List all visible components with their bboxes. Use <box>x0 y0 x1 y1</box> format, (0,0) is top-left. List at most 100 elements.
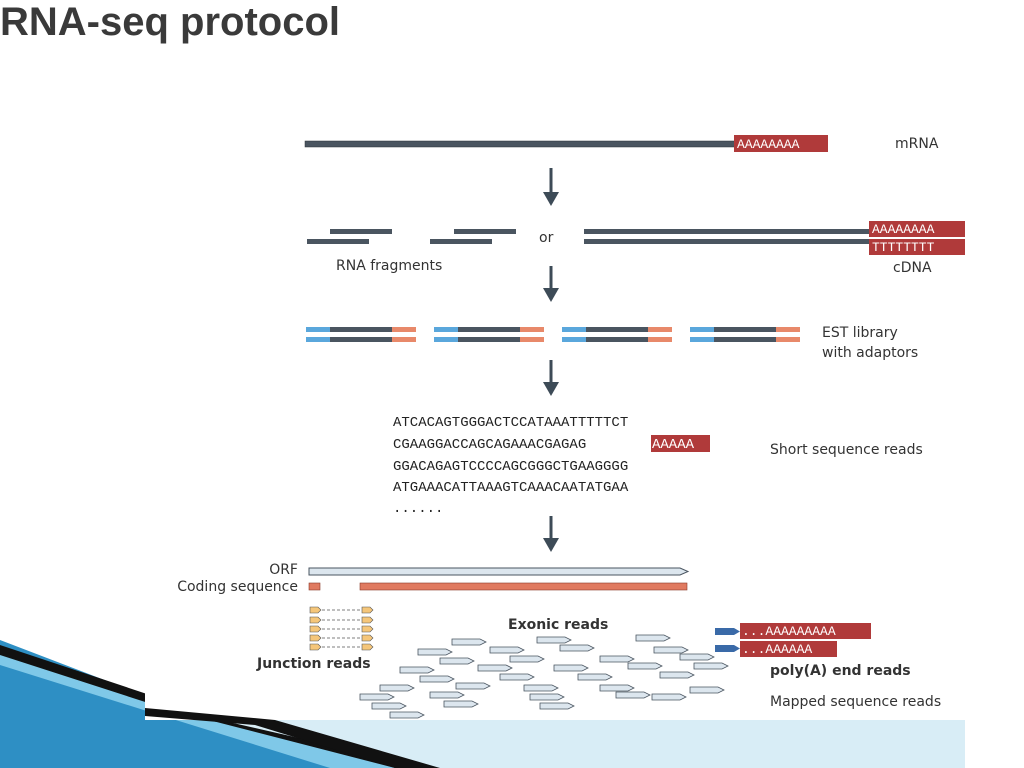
adaptor-blue <box>562 327 586 332</box>
sequence-read-4: ATGAAACATTAAAGTCAAACAATATGAA <box>393 480 629 496</box>
slide-title: RNA-seq protocol <box>0 0 340 44</box>
polya-read-arrow-icon <box>715 628 740 635</box>
exonic-read <box>359 693 395 701</box>
adaptor-blue <box>690 327 714 332</box>
adaptor-orange <box>392 327 416 332</box>
exonic-read <box>599 655 635 663</box>
read2-polya-box <box>651 435 710 452</box>
exonic-read <box>693 662 729 670</box>
sequence-read-1: ATCACAGTGGGACTCCATAAATTTTTCT <box>393 415 628 431</box>
arrow-down-1-icon <box>543 168 559 206</box>
polya-read-2-text: ...AAAAAA <box>742 642 812 657</box>
adaptor-blue <box>562 337 586 342</box>
arrow-down-3-icon <box>543 360 559 396</box>
decor-swoosh-pale <box>220 720 965 768</box>
adaptor-blue <box>690 337 714 342</box>
junction-reads-label: Junction reads <box>256 656 371 672</box>
mrna-polya-box <box>734 135 828 152</box>
mrna-label: mRNA <box>895 136 939 152</box>
decor-swoosh-black-2 <box>145 708 440 768</box>
mrna-polya-text: AAAAAAAA <box>737 137 800 152</box>
rna-fragments-group <box>307 229 516 244</box>
est-fragment-strand <box>306 327 416 332</box>
est-fragment-strand <box>562 327 672 332</box>
est-fragment-strand <box>434 327 544 332</box>
rna-fragments-label: RNA fragments <box>336 258 442 274</box>
short-reads-label: Short sequence reads <box>770 442 923 458</box>
exonic-reads-group <box>359 634 729 719</box>
junction-read <box>309 606 374 614</box>
est-fragment-strand <box>562 337 672 342</box>
rna-fragment <box>307 239 369 244</box>
polya-end-reads-label: poly(A) end reads <box>770 663 911 679</box>
polya-read-box <box>740 641 837 657</box>
cdna-strand-top <box>584 229 870 234</box>
junction-read <box>309 634 374 642</box>
cdna-polyt-text: TTTTTTTT <box>872 240 935 255</box>
est-fragment-strand <box>434 337 544 342</box>
exonic-read <box>477 664 513 672</box>
junction-read <box>309 616 374 624</box>
exonic-read <box>439 657 475 665</box>
arrow-down-2-icon <box>543 266 559 302</box>
adaptor-orange <box>776 327 800 332</box>
sequence-ellipsis: ...... <box>393 501 443 517</box>
orf-bar <box>308 567 690 576</box>
adaptor-orange <box>648 327 672 332</box>
coding-exon-2 <box>359 582 688 591</box>
exonic-read <box>627 662 663 670</box>
mapped-reads-label: Mapped sequence reads <box>770 694 941 710</box>
adaptor-orange <box>392 337 416 342</box>
exonic-read <box>689 686 725 694</box>
cdna-strand-bottom <box>584 239 870 244</box>
coding-sequence-label: Coding sequence <box>177 579 298 595</box>
adaptor-orange <box>520 337 544 342</box>
or-label: or <box>539 230 554 246</box>
exonic-read <box>429 691 465 699</box>
rna-fragment <box>430 239 492 244</box>
exonic-read <box>443 700 479 708</box>
exonic-read <box>577 673 613 681</box>
exonic-read <box>371 702 407 710</box>
decor-swoosh-blue <box>0 640 400 768</box>
polya-read-1-text: ...AAAAAAAAA <box>742 624 836 639</box>
exonic-read <box>635 634 671 642</box>
est-label-line1: EST library <box>822 325 898 341</box>
exonic-read <box>529 693 565 701</box>
exonic-read <box>523 684 559 692</box>
exonic-read <box>599 684 635 692</box>
exonic-read <box>679 653 715 661</box>
cdna-polya-box <box>869 221 965 237</box>
exonic-read <box>499 673 535 681</box>
adaptor-blue <box>434 337 458 342</box>
polya-read-1: ...AAAAAAAAA <box>715 623 871 639</box>
exonic-read <box>399 666 435 674</box>
adaptor-blue <box>306 327 330 332</box>
exonic-read <box>489 646 525 654</box>
exonic-read <box>539 702 575 710</box>
cdna-polya-text: AAAAAAAA <box>872 222 935 237</box>
junction-read <box>309 643 374 651</box>
adaptor-orange <box>520 327 544 332</box>
adaptor-blue <box>306 337 330 342</box>
exonic-read <box>419 675 455 683</box>
est-label-line2: with adaptors <box>822 345 918 361</box>
diagram-background <box>145 120 965 720</box>
exonic-read <box>417 648 453 656</box>
polya-read-2: ...AAAAAA <box>715 641 837 657</box>
exonic-read <box>653 646 689 654</box>
exonic-read <box>451 638 487 646</box>
est-fragment-strand <box>306 337 416 342</box>
exonic-read <box>389 711 425 719</box>
exonic-read <box>553 664 589 672</box>
est-library-group <box>306 327 800 342</box>
est-fragment-strand <box>690 337 800 342</box>
exonic-reads-label: Exonic reads <box>508 617 608 633</box>
adaptor-orange <box>648 337 672 342</box>
exonic-read <box>509 655 545 663</box>
exonic-read <box>536 636 572 644</box>
exonic-read <box>651 693 687 701</box>
cdna-label: cDNA <box>893 260 932 276</box>
